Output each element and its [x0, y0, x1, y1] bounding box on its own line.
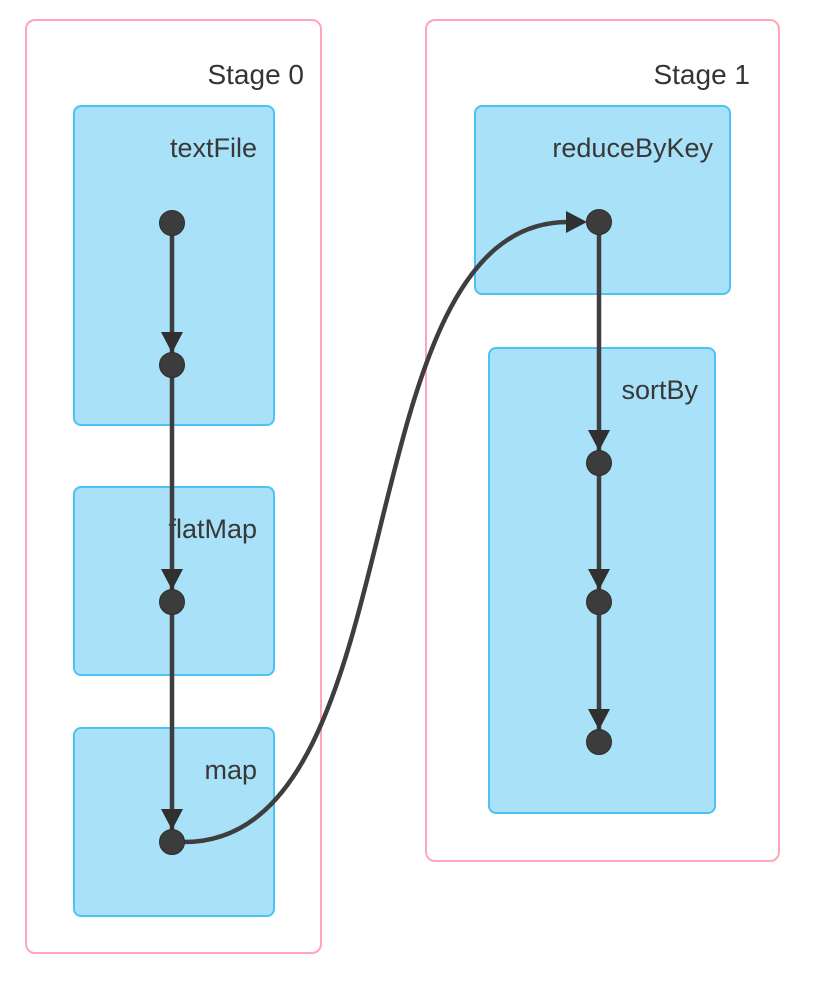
stage-0-container: Stage 0 textFile flatMap map [25, 19, 322, 954]
operator-textfile-label: textFile [169, 133, 257, 163]
operator-sortby-box: sortBy [488, 347, 716, 814]
operator-map-box: map [73, 727, 275, 917]
operator-sortby-label: sortBy [621, 375, 698, 405]
operator-reducebykey-label: reduceByKey [552, 133, 713, 163]
operator-textfile-box: textFile [73, 105, 275, 426]
operator-flatmap-box: flatMap [73, 486, 275, 676]
stage-1-container: Stage 1 reduceByKey sortBy [425, 19, 780, 862]
stage-1-label: Stage 1 [653, 59, 750, 90]
operator-flatmap-label: flatMap [168, 514, 257, 544]
stage-0-label: Stage 0 [207, 59, 304, 90]
operator-reducebykey-box: reduceByKey [474, 105, 731, 295]
operator-map-label: map [204, 755, 257, 785]
